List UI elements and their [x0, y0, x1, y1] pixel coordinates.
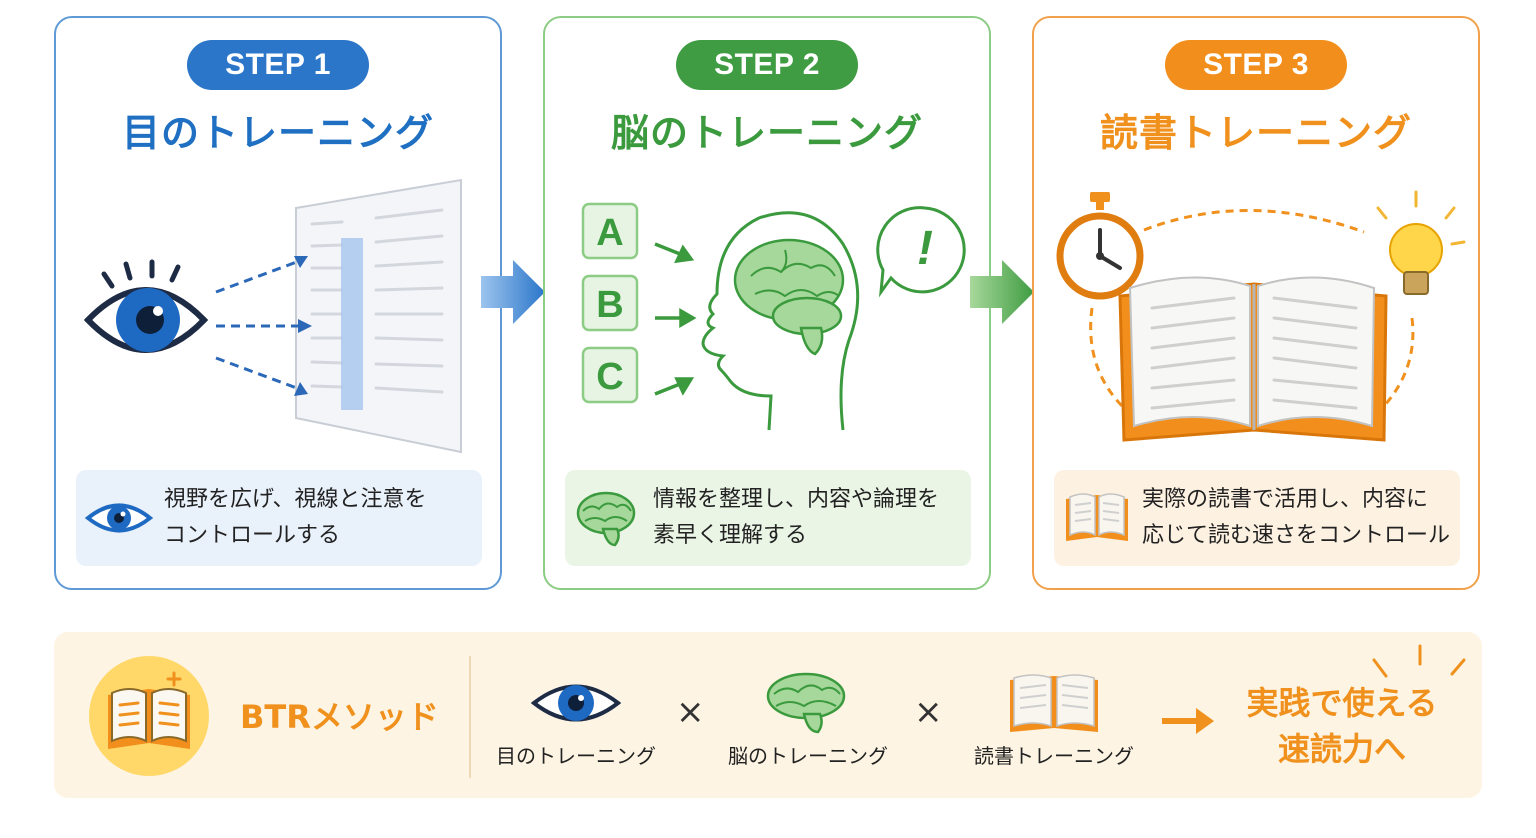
step1-badge: STEP 1 [187, 40, 369, 90]
result-arrow-icon [1162, 708, 1214, 734]
times-sign-2: × [914, 692, 943, 732]
step2-card: STEP 2 脳のトレーニング A B C [543, 16, 991, 590]
step3-badge: STEP 3 [1165, 40, 1347, 90]
step3-desc-line2: 応じて読む速さをコントロール [1142, 523, 1451, 548]
step1-card: STEP 1 目のトレーニング [54, 16, 502, 590]
summary-item-brain-label: 脳のトレーニング [728, 744, 888, 768]
step1-to-step2-arrow-icon [481, 260, 545, 324]
step3-card: STEP 3 読書トレーニング [1032, 16, 1480, 590]
summary-item-eye: 目のトレーニング [486, 672, 666, 769]
book-icon [1066, 493, 1128, 541]
exclamation-mark: ! [917, 222, 933, 275]
result-text: 実践で使える 速読力へ [1230, 680, 1454, 772]
btr-method-summary: BTRメソッド 目のトレーニング × 脳のトレーニング × 読書トレーニング [54, 632, 1482, 798]
option-c: C [596, 356, 623, 398]
step3-title: 読書トレーニング [1099, 111, 1412, 155]
eye-icon [84, 503, 154, 533]
btr-method-label: BTRメソッド [240, 698, 439, 736]
step2-badge: STEP 2 [676, 40, 858, 90]
step1-desc-line1: 視野を広げ、視線と注意を [164, 487, 427, 512]
step3-description: 実際の読書で活用し、内容に 応じて読む速さをコントロール [1054, 470, 1460, 566]
summary-divider [469, 656, 471, 778]
result-line2: 速読力へ [1277, 730, 1406, 768]
step2-description: 情報を整理し、内容や論理を 素早く理解する [565, 470, 971, 566]
summary-item-book: 読書トレーニング [964, 672, 1144, 769]
summary-eye-icon [530, 684, 622, 722]
step2-title: 脳のトレーニング [610, 111, 923, 155]
summary-item-book-label: 読書トレーニング [974, 744, 1134, 768]
step3-desc-line1: 実際の読書で活用し、内容に [1142, 487, 1429, 512]
step2-desc-line1: 情報を整理し、内容や論理を [653, 487, 940, 512]
step1-desc-line2: コントロールする [164, 523, 341, 548]
step2-to-step3-arrow-icon [970, 260, 1034, 324]
step1-title: 目のトレーニング [121, 111, 434, 155]
step1-description: 視野を広げ、視線と注意を コントロールする [76, 470, 482, 566]
brain-training-illustration: A B C ! [581, 202, 966, 431]
summary-brain-icon [766, 672, 846, 734]
summary-item-eye-label: 目のトレーニング [496, 744, 656, 768]
sparkle-lines-icon [1372, 644, 1466, 678]
summary-item-brain: 脳のトレーニング [718, 672, 898, 769]
times-sign-1: × [676, 692, 705, 732]
brain-icon [576, 491, 636, 547]
btr-book-icon [89, 656, 209, 776]
eye-training-illustration [83, 178, 462, 454]
option-b: B [596, 284, 623, 326]
option-a: A [596, 212, 623, 254]
result-line1: 実践で使える [1246, 684, 1438, 722]
step2-desc-line2: 素早く理解する [653, 523, 808, 548]
reading-training-illustration [1056, 190, 1466, 442]
summary-book-icon [1010, 674, 1098, 732]
